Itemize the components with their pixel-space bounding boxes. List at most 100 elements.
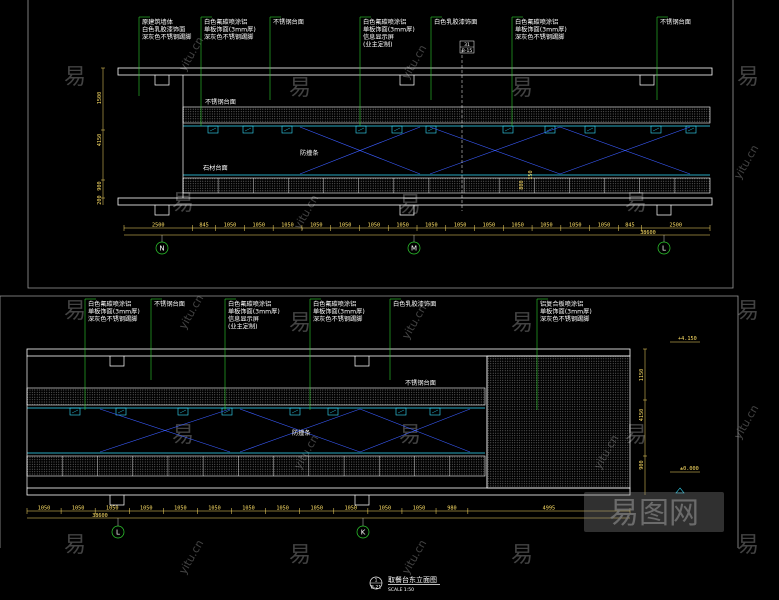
inner-label-1: 防撞条 [300, 149, 319, 157]
vertical-dim-2: 900 [639, 460, 645, 469]
display-box-diag-0 [71, 409, 79, 414]
dim-value-9: 1050 [425, 223, 438, 229]
dim-value-12: 980 [447, 506, 456, 512]
brace-b-2 [359, 408, 471, 453]
site-logo-watermark: 易图网 [584, 492, 724, 532]
bottom-beam-1 [354, 495, 370, 506]
bottom-beam-0 [109, 495, 125, 506]
logo-text: 易图网 [609, 496, 699, 531]
axis-label-L: L [662, 245, 666, 253]
display-box-9 [650, 125, 662, 134]
note-5-line-0: 白色氟碳喷涂铝 [515, 18, 558, 26]
top-beam-2 [639, 75, 655, 86]
note-3-line-1: 单板饰面(3mm厚) [313, 308, 365, 316]
axis-bubble-L [657, 241, 671, 255]
note-1-line-0: 不锈钢台面 [154, 300, 185, 308]
lower-viewport-frame [0, 295, 739, 548]
axis-label-N: N [159, 245, 164, 253]
upper-elevation: 原建筑墙体白色乳胶漆饰面深灰色不锈钢踢脚白色氟碳喷涂铝单板饰面(3mm厚)深灰色… [97, 16, 713, 255]
logo-box [584, 492, 724, 532]
dim-value-11: 1050 [413, 506, 426, 512]
note-5-line-1: 单板饰面(3mm厚) [540, 308, 592, 316]
vertical-dim-0: 1500 [97, 92, 103, 105]
section-ref-top: 31 [464, 42, 470, 48]
watermark-char-12: 易 [399, 423, 421, 448]
display-box-5 [327, 407, 339, 416]
display-screen-panel [486, 355, 631, 489]
dim-value-17: 2500 [670, 223, 683, 229]
lower-notes: 白色氟碳喷涂铝单板饰面(3mm厚)深灰色不锈钢踢脚不锈钢台面白色氟碳喷涂铝单板饰… [88, 300, 592, 437]
display-box-0 [207, 125, 219, 134]
note-6-line-0: 不锈钢台面 [660, 18, 691, 26]
note-1-line-0: 白色氟碳喷涂铝 [204, 18, 247, 26]
note-0-line-0: 原建筑墙体 [142, 18, 174, 26]
display-box-6 [502, 125, 514, 134]
dim-value-3: 1050 [253, 223, 266, 229]
note-3-line-0: 白色氟碳喷涂铝 [363, 18, 406, 26]
top-slab [26, 348, 631, 357]
display-box-diag-5 [329, 409, 337, 414]
dim-value-8: 1050 [396, 223, 409, 229]
dim-value-14: 1050 [569, 223, 582, 229]
level-mark-top: +4.150 [678, 336, 697, 342]
watermark-char-1: 易 [289, 76, 311, 101]
watermark-char-4: 易 [172, 191, 194, 216]
note-3-line-2: 深灰色不锈钢踢脚 [313, 315, 363, 323]
upper-structure [117, 50, 713, 216]
note-0-line-2: 深灰色不锈钢踢脚 [142, 33, 192, 41]
note-2-line-0: 白色氟碳喷涂铝 [228, 300, 271, 308]
ground-level-triangle [675, 487, 685, 494]
watermark-char-3: 易 [737, 65, 759, 90]
drawing-title-scale: SCALE 1:50 [388, 587, 414, 593]
note-0-line-1: 白色乳胶漆饰面 [142, 26, 185, 34]
watermark-char-15: 易 [289, 543, 311, 568]
dim-value-1: 1050 [72, 506, 85, 512]
brace-b-0 [299, 126, 421, 175]
display-box-7 [429, 407, 441, 416]
display-box-diag-4 [291, 409, 299, 414]
note-3-line-2: 信息显示屏 [363, 33, 394, 41]
watermark-char-6: 易 [625, 191, 647, 216]
vertical-dim-2: 900 [97, 181, 103, 190]
display-box-diag-9 [652, 127, 660, 132]
dim-value-13: 4995 [543, 506, 556, 512]
note-0-line-1: 单板饰面(3mm厚) [88, 308, 140, 316]
display-box-diag-8 [586, 127, 594, 132]
display-box-diag-0 [209, 127, 217, 132]
brace-b-1 [239, 408, 361, 453]
note-2-line-0: 不锈钢台面 [273, 18, 304, 26]
dim-value-13: 1050 [540, 223, 553, 229]
total-dimension-value: 38600 [640, 230, 656, 236]
display-box-diag-6 [504, 127, 512, 132]
axis-label-M: M [411, 245, 417, 253]
dim-value-3: 1050 [140, 506, 153, 512]
dim-value-11: 1050 [483, 223, 496, 229]
drawing-title-text: 取餐台东立面图 [388, 575, 437, 584]
note-2-line-1: 单板饰面(3mm厚) [228, 308, 280, 316]
note-0-line-0: 白色氟碳喷涂铝 [88, 300, 131, 308]
note-2-line-2: 信息显示屏 [228, 315, 259, 323]
watermark-char-13: 易 [625, 423, 647, 448]
display-box-1 [242, 125, 254, 134]
display-box-diag-1 [244, 127, 252, 132]
note-3-line-3: (业主定制) [363, 41, 393, 49]
upper-counter-band [182, 106, 711, 124]
top-beam-0 [109, 356, 125, 367]
watermark-char-0: 易 [64, 65, 86, 90]
watermark-char-14: 易 [64, 533, 86, 558]
dim-value-16: 845 [625, 223, 634, 229]
upper-viewport-frame [27, 0, 734, 289]
display-box-diag-5 [427, 127, 435, 132]
display-box-0 [69, 407, 81, 416]
lower-counter [26, 455, 486, 477]
display-box-2 [281, 125, 293, 134]
watermark-char-16: 易 [511, 543, 533, 568]
upper-notes: 原建筑墙体白色乳胶漆饰面深灰色不锈钢踢脚白色氟碳喷涂铝单板饰面(3mm厚)深灰色… [142, 18, 691, 172]
vertical-dim-1: 4150 [97, 134, 103, 147]
watermark-char-8: 易 [289, 311, 311, 336]
title-symbol-bottom: B-21 [371, 585, 382, 591]
